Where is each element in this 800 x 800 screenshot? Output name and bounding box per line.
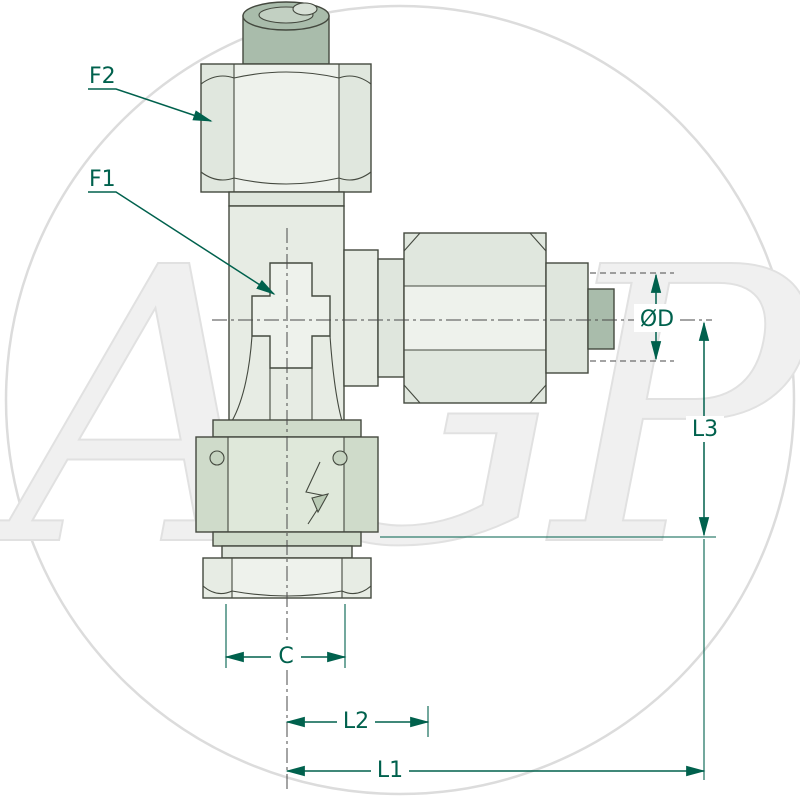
f1-leader-line xyxy=(88,191,276,295)
right-hex-chamfers xyxy=(403,232,547,404)
right-hex-nut xyxy=(403,232,547,404)
l1-label-bg xyxy=(371,757,409,783)
label-f1: F1 xyxy=(89,167,116,192)
branch-base xyxy=(343,249,379,387)
dimension-f1: F1 xyxy=(88,167,276,295)
fitting-body-drawing xyxy=(195,1,615,599)
watermark-circle xyxy=(4,4,796,796)
dimension-c: C xyxy=(224,604,347,669)
top-washer xyxy=(228,191,345,207)
top-hex-nut xyxy=(200,63,372,193)
c-label-bg xyxy=(271,643,301,669)
right-sleeve xyxy=(545,262,589,374)
right-hex-facet-lines xyxy=(404,285,546,351)
top-tube-loop xyxy=(292,2,318,16)
dimension-l3: L3 xyxy=(380,321,724,538)
label-f2: F2 xyxy=(89,64,116,89)
dimension-od: ØD xyxy=(634,273,680,361)
top-tube xyxy=(242,1,330,65)
bore-lines xyxy=(269,368,313,420)
watermark-text: AGP xyxy=(0,187,800,630)
branch-ring xyxy=(377,258,405,378)
dimension-l1: L1 xyxy=(285,539,706,783)
weep-hole-left xyxy=(209,450,225,466)
label-l3: L3 xyxy=(692,417,718,442)
hex-top-chamfer xyxy=(200,71,372,85)
label-l2: L2 xyxy=(343,709,369,734)
f2-leader-line xyxy=(88,88,213,122)
hex-bottom-chamfer xyxy=(200,171,372,185)
dimensions: F2 F1 ØD L3 C xyxy=(88,64,724,783)
right-tube xyxy=(587,288,615,350)
label-c: C xyxy=(278,644,293,669)
od-label-bg xyxy=(634,304,680,332)
dimension-l2: L2 xyxy=(285,706,430,737)
right-branch xyxy=(343,232,615,404)
l3-label-bg xyxy=(686,416,724,442)
hex-facet-lines xyxy=(233,64,340,192)
dimension-f2: F2 xyxy=(88,64,213,122)
cutaway-wedge xyxy=(311,493,330,514)
weep-hole-right xyxy=(332,450,348,466)
bore-cone-lines xyxy=(231,335,343,422)
label-l1: L1 xyxy=(377,758,403,783)
l2-label-bg xyxy=(337,708,375,734)
label-od: ØD xyxy=(640,307,674,332)
